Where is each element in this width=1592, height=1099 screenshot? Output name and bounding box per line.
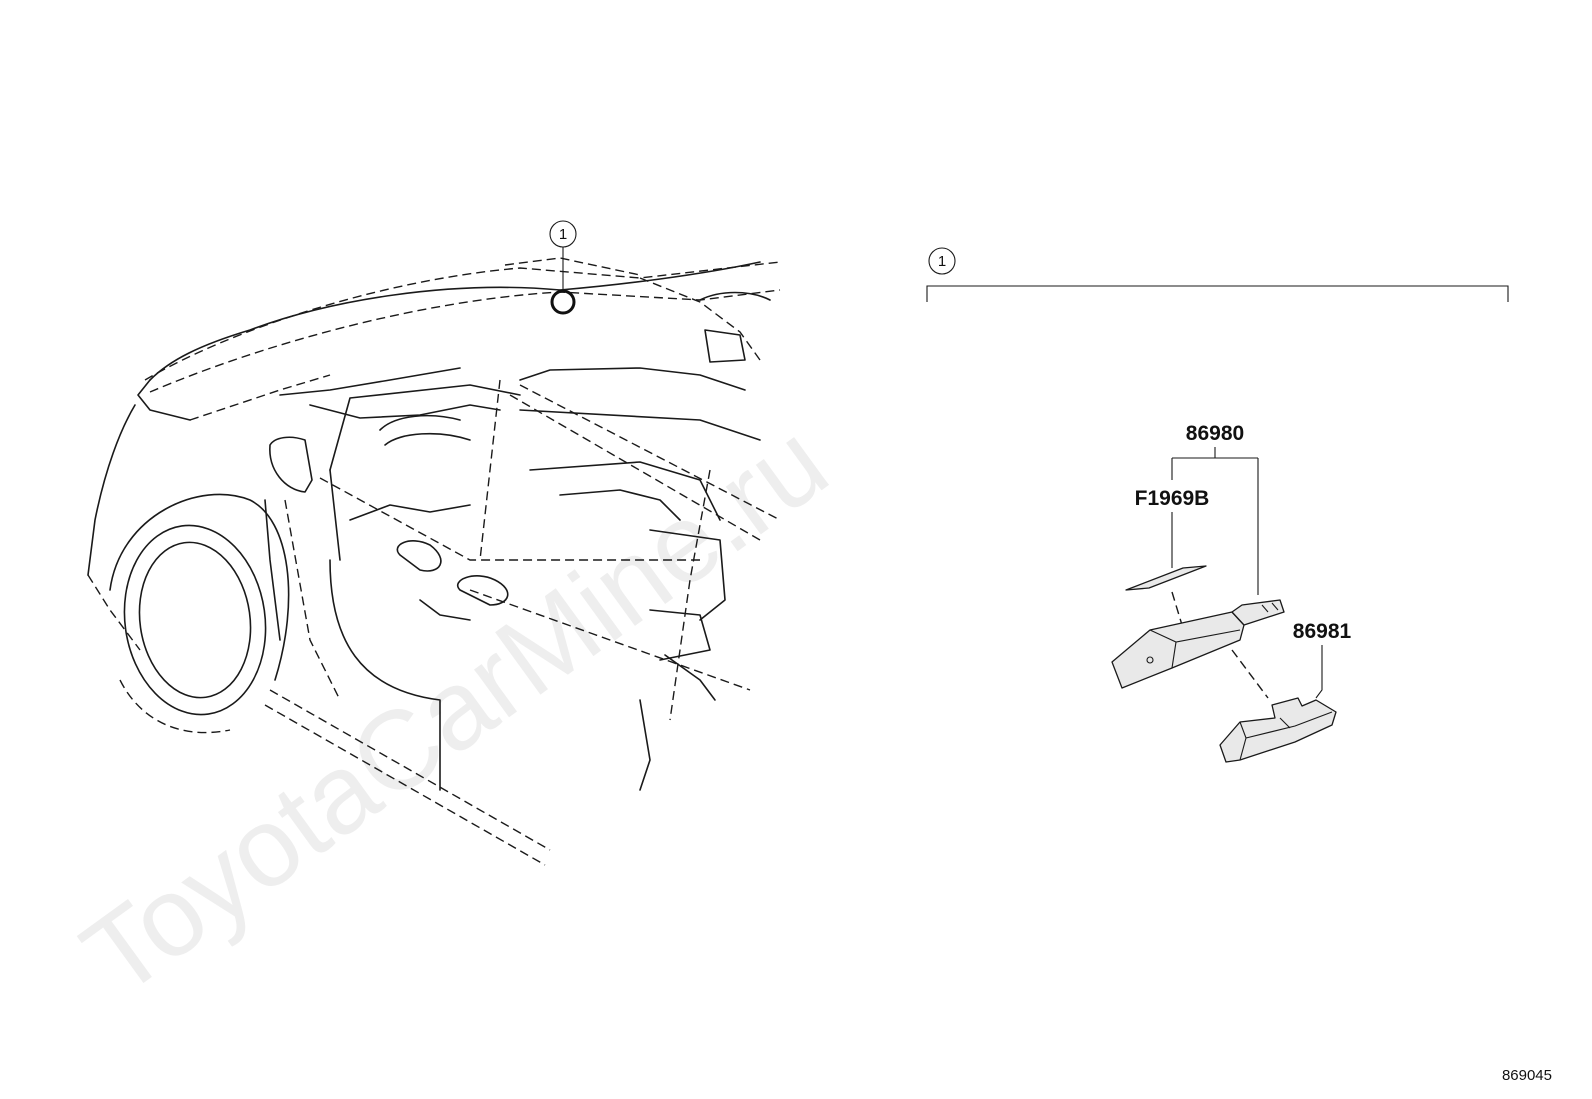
location-callout: 1: [549, 220, 577, 315]
parts-group-callout: 1: [926, 247, 1509, 302]
part-f1969b-label[interactable]: F1969B: [1135, 487, 1210, 568]
part-number-86980[interactable]: 86980: [1186, 422, 1244, 445]
group-callout-number: 1: [938, 253, 946, 270]
control-module-86980: [1111, 591, 1285, 689]
part-number-86981[interactable]: 86981: [1293, 620, 1352, 643]
part-number-f1969b[interactable]: F1969B: [1135, 487, 1210, 510]
part-86981-label[interactable]: 86981: [1293, 620, 1352, 699]
location-callout-number: 1: [559, 226, 567, 243]
bracket-86981: [1219, 697, 1337, 763]
label-sheet: [1125, 565, 1207, 591]
vehicle-cutaway-illustration: [87, 257, 781, 866]
illustration-reference-number: 869045: [1502, 1067, 1552, 1084]
location-marker-circle: [550, 289, 576, 315]
part-86980-label[interactable]: 86980: [1171, 422, 1259, 595]
